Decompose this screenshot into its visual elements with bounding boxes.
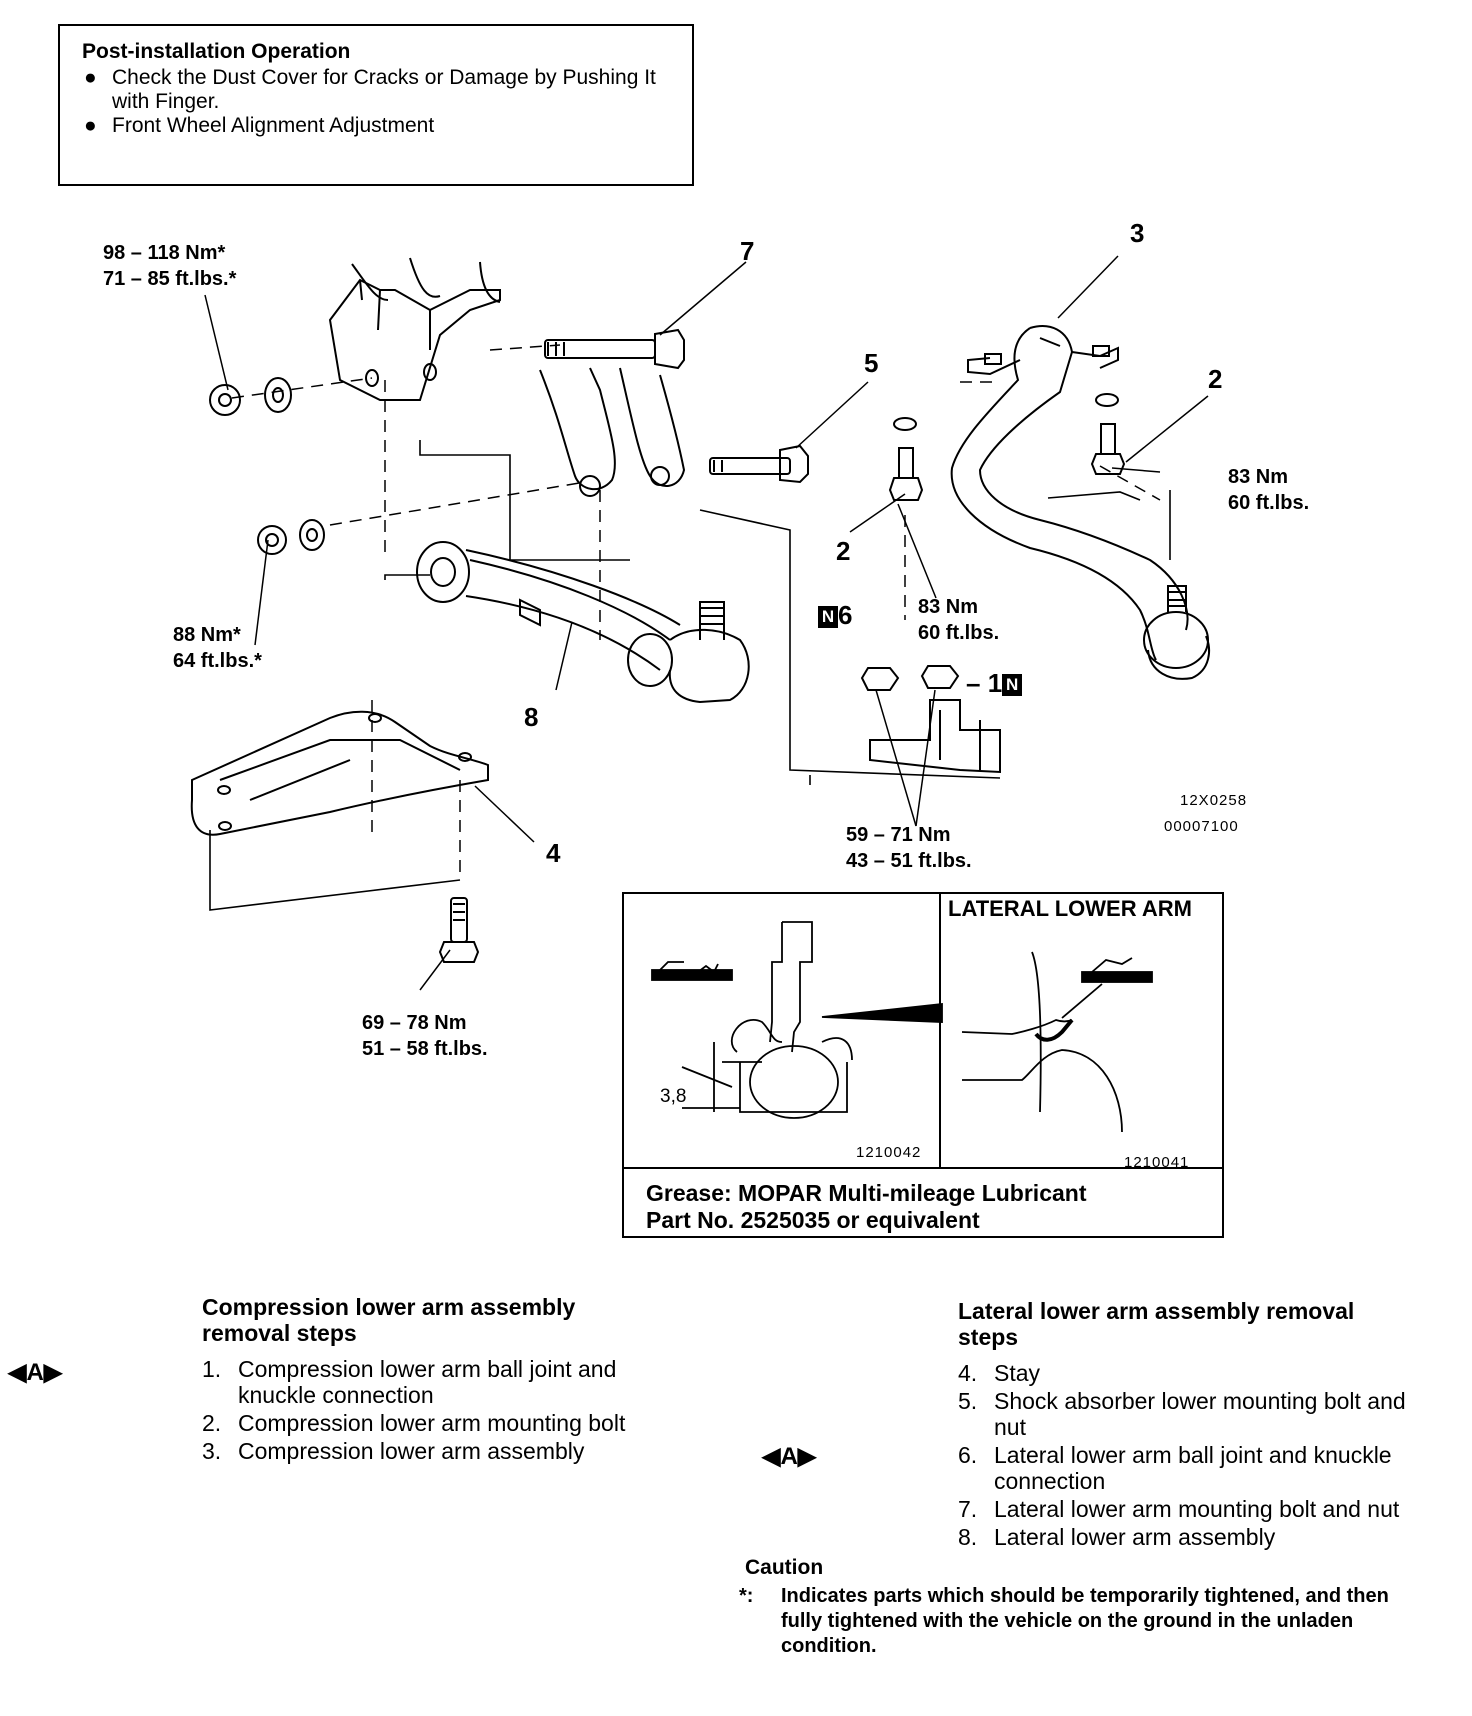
service-point-marker: ◀A▶ <box>762 1443 817 1470</box>
post-installation-item: ● Front Wheel Alignment Adjustment <box>82 114 682 138</box>
caution-note: *: Indicates parts which should be tempo… <box>739 1584 1429 1659</box>
grease-spec: Grease: MOPAR Multi-mileage Lubricant Pa… <box>646 1180 1087 1233</box>
knuckle-bracket <box>869 699 1001 774</box>
bullet-icon: ● <box>84 114 97 137</box>
torque-label-upper-nut: 98 – 118 Nm* 71 – 85 ft.lbs.* <box>103 242 237 290</box>
list-item: 1.Compression lower arm ball joint and k… <box>202 1356 617 1408</box>
post-installation-title: Post-installation Operation <box>82 40 351 63</box>
n-badge-icon: N <box>1002 674 1023 697</box>
callout-3: 3 <box>1130 218 1145 248</box>
figure-code: 12X0258 <box>1180 792 1248 809</box>
suspension-exploded-diagram <box>190 255 1210 991</box>
washer-lower <box>299 519 325 551</box>
list-item: 4.Stay <box>958 1360 1041 1386</box>
post-installation-list: ● Check the Dust Cover for Cracks or Dam… <box>82 66 682 138</box>
list-item: 5.Shock absorber lower mounting bolt and… <box>958 1388 1406 1440</box>
torque-label-nuts: 59 – 71 Nm 43 – 51 ft.lbs. <box>846 824 972 872</box>
list-item: 3.Compression lower arm assembly <box>202 1438 585 1464</box>
nut-1 <box>920 665 960 689</box>
inset-code-right: 1210041 <box>1124 1154 1190 1171</box>
body-bracket <box>328 257 501 401</box>
bolt-7 <box>544 328 685 370</box>
nut-lower <box>257 525 287 555</box>
list-item: 7.Lateral lower arm mounting bolt and nu… <box>958 1496 1400 1522</box>
callout-2-right: 2 <box>1208 364 1223 394</box>
torque-label-stay-bolt: 69 – 78 Nm 51 – 58 ft.lbs. <box>362 1012 488 1060</box>
callout-2-mid: 2 <box>836 536 851 566</box>
post-installation-item: ● Check the Dust Cover for Cracks or Dam… <box>82 66 682 114</box>
assembly-frames <box>209 440 1171 911</box>
grease-inset-box <box>622 892 1224 1238</box>
service-point-marker: ◀A▶ <box>8 1359 63 1386</box>
knuckle <box>539 367 686 497</box>
compression-lower-arm <box>950 325 1210 680</box>
stay-bolt <box>438 897 480 963</box>
bolt-2-right <box>1090 393 1126 475</box>
bolt-2-mid <box>888 417 924 501</box>
lateral-steps-heading: Lateral lower arm assembly removal steps <box>958 1298 1355 1350</box>
callout-7: 7 <box>740 236 755 266</box>
grease-inset-drawings <box>622 892 1224 1169</box>
list-item: 2.Compression lower arm mounting bolt <box>202 1410 626 1436</box>
post-installation-item-text: Front Wheel Alignment Adjustment <box>112 114 435 137</box>
alignment-lines <box>231 344 1161 880</box>
bolt-5 <box>709 444 809 484</box>
inset-title: LATERAL LOWER ARM <box>948 896 1193 921</box>
bullet-icon: ● <box>84 66 97 89</box>
figure-number: 00007100 <box>1164 818 1239 835</box>
callout-8: 8 <box>524 702 539 732</box>
list-item: 6.Lateral lower arm ball joint and knuck… <box>958 1442 1392 1494</box>
torque-label-lower-nut: 88 Nm* 64 ft.lbs.* <box>173 624 262 672</box>
lateral-arm-section <box>961 951 1153 1133</box>
nut-6 <box>860 667 900 691</box>
caution-title: Caution <box>745 1556 824 1579</box>
lateral-lower-arm <box>416 541 750 704</box>
torque-label-bolt-2-mid: 83 Nm 60 ft.lbs. <box>918 596 1000 644</box>
n-badge-icon: N <box>818 606 838 629</box>
lateral-steps-list: 4.Stay 5.Shock absorber lower mounting b… <box>958 1360 1418 1552</box>
callout-5: 5 <box>864 348 879 378</box>
washer-upper <box>264 377 292 413</box>
leader-lines <box>204 255 1209 991</box>
caution-body: Indicates parts which should be temporar… <box>781 1585 1389 1657</box>
nut-upper <box>209 384 241 416</box>
ball-joint-section <box>651 921 943 1119</box>
asterisk-marker: *: <box>739 1585 754 1607</box>
post-installation-box <box>58 24 694 186</box>
compression-steps-list: 1.Compression lower arm ball joint and k… <box>202 1356 672 1466</box>
compression-steps-heading: Compression lower arm assembly removal s… <box>202 1294 576 1346</box>
list-item: 8.Lateral lower arm assembly <box>958 1524 1276 1550</box>
callout-4: 4 <box>546 838 561 868</box>
inset-label-3-8: 3,8 <box>660 1086 687 1107</box>
torque-label-bolt-2-right: 83 Nm 60 ft.lbs. <box>1228 466 1310 514</box>
stay-plate <box>190 710 489 836</box>
post-installation-item-text: Check the Dust Cover for Cracks or Damag… <box>112 66 656 113</box>
inset-code-left: 1210042 <box>856 1144 922 1161</box>
